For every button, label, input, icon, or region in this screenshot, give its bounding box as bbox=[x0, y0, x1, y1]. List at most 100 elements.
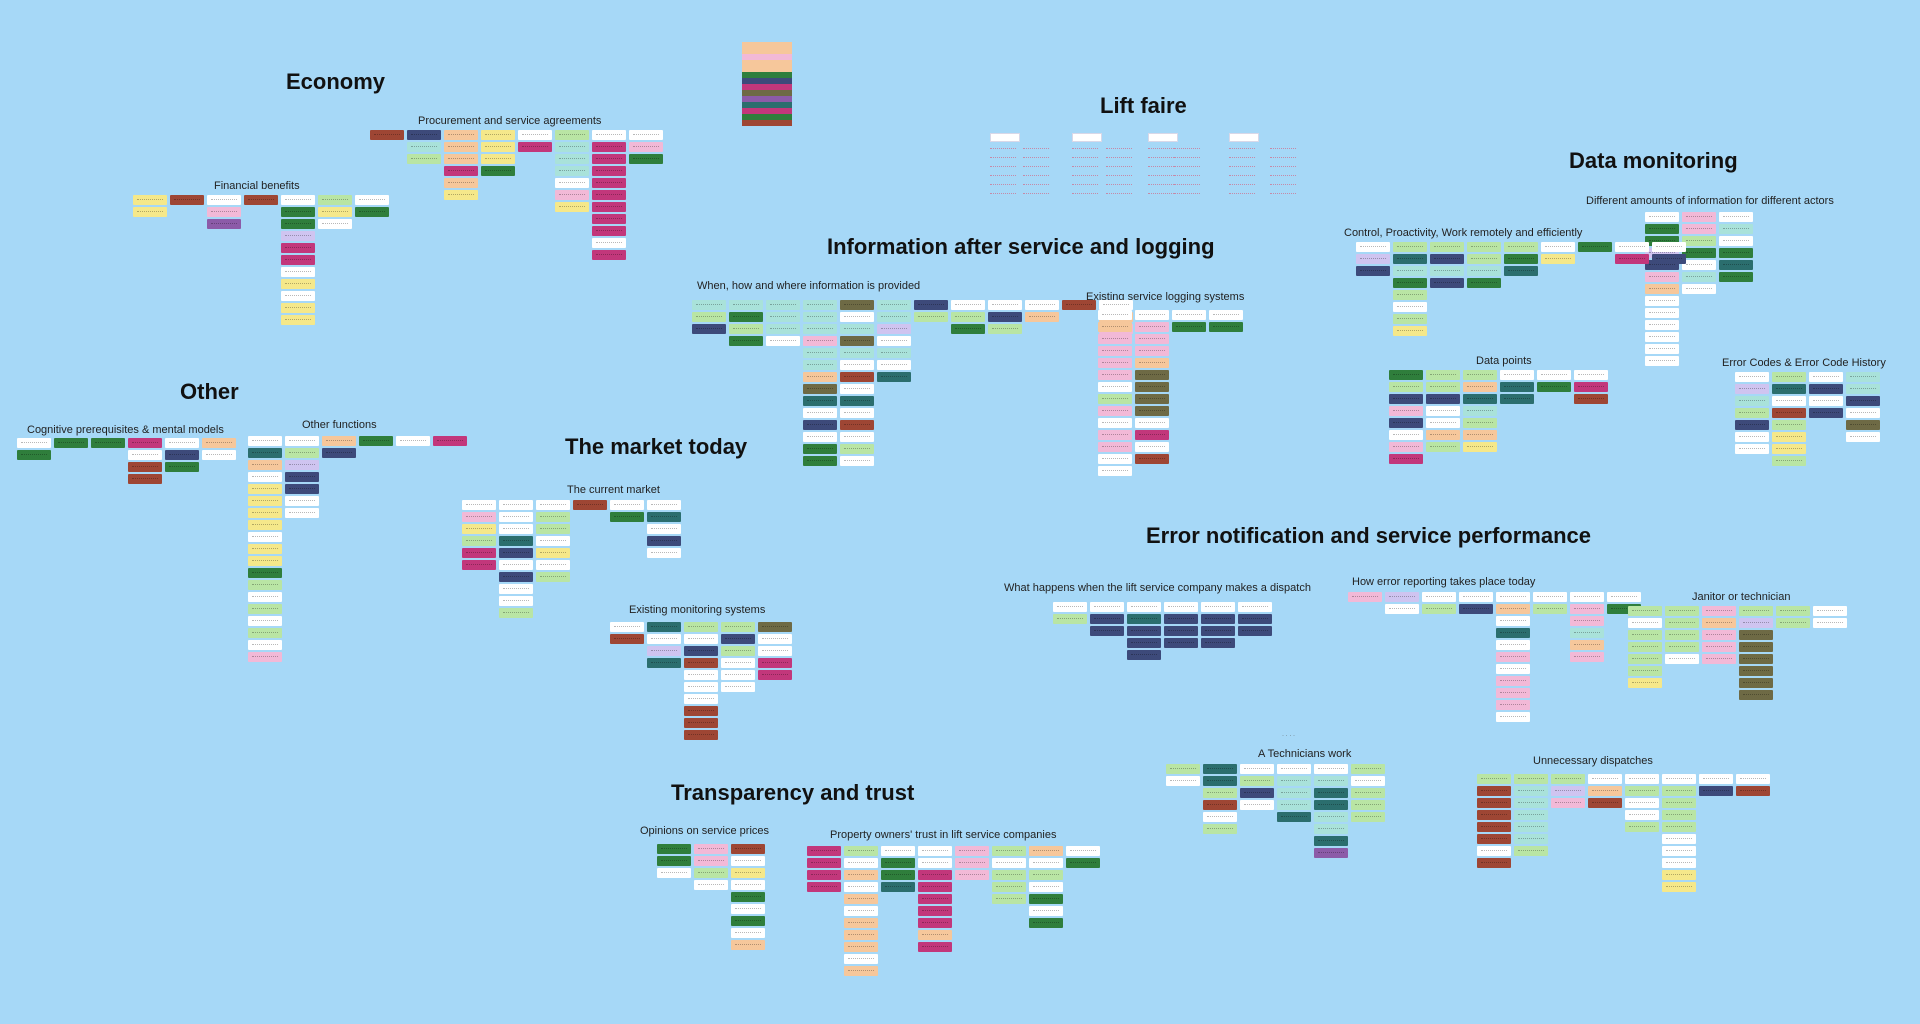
sticky-note[interactable] bbox=[1645, 224, 1679, 234]
sticky-note[interactable] bbox=[355, 207, 389, 217]
sticky-note[interactable] bbox=[1098, 442, 1132, 452]
sticky-note[interactable] bbox=[1098, 358, 1132, 368]
sticky-note[interactable] bbox=[1467, 242, 1501, 252]
sticky-note[interactable] bbox=[359, 436, 393, 446]
sticky-note[interactable] bbox=[1702, 642, 1736, 652]
sticky-note[interactable] bbox=[1496, 652, 1530, 662]
sticky-note[interactable] bbox=[1463, 370, 1497, 380]
sticky-note[interactable] bbox=[248, 472, 282, 482]
sticky-note[interactable] bbox=[1645, 248, 1679, 258]
sticky-note[interactable] bbox=[1393, 302, 1427, 312]
sticky-note[interactable] bbox=[322, 436, 356, 446]
sticky-note[interactable] bbox=[1393, 242, 1427, 252]
sticky-note[interactable] bbox=[684, 634, 718, 644]
sticky-note[interactable] bbox=[1164, 638, 1198, 648]
sticky-note[interactable] bbox=[807, 870, 841, 880]
sticky-note[interactable] bbox=[1025, 300, 1059, 310]
sticky-note[interactable] bbox=[281, 231, 315, 241]
lift-faire-note[interactable] bbox=[1174, 175, 1200, 180]
sticky-note[interactable] bbox=[281, 219, 315, 229]
sticky-note[interactable] bbox=[1588, 786, 1622, 796]
sticky-note[interactable] bbox=[248, 436, 282, 446]
sticky-note[interactable] bbox=[1662, 882, 1696, 892]
sticky-note[interactable] bbox=[248, 508, 282, 518]
sticky-note[interactable] bbox=[407, 142, 441, 152]
lift-faire-header-note[interactable] bbox=[1148, 133, 1178, 142]
sticky-note[interactable] bbox=[1389, 430, 1423, 440]
lift-faire-note[interactable] bbox=[1229, 166, 1255, 171]
sticky-note[interactable] bbox=[951, 300, 985, 310]
lift-faire-note[interactable] bbox=[1072, 148, 1098, 153]
sticky-note[interactable] bbox=[1430, 278, 1464, 288]
sticky-note[interactable] bbox=[692, 324, 726, 334]
sticky-note[interactable] bbox=[1098, 370, 1132, 380]
sticky-note[interactable] bbox=[731, 844, 765, 854]
sticky-note[interactable] bbox=[1135, 394, 1169, 404]
sticky-note[interactable] bbox=[684, 622, 718, 632]
sticky-note[interactable] bbox=[729, 312, 763, 322]
sticky-note[interactable] bbox=[1393, 314, 1427, 324]
sticky-note[interactable] bbox=[1127, 650, 1161, 660]
sticky-note[interactable] bbox=[1628, 654, 1662, 664]
sticky-note[interactable] bbox=[1430, 242, 1464, 252]
sticky-note[interactable] bbox=[433, 436, 467, 446]
sticky-note[interactable] bbox=[1393, 254, 1427, 264]
sticky-note[interactable] bbox=[318, 207, 352, 217]
sticky-note[interactable] bbox=[881, 882, 915, 892]
sticky-note[interactable] bbox=[1735, 372, 1769, 382]
sticky-note[interactable] bbox=[844, 930, 878, 940]
sticky-note[interactable] bbox=[207, 219, 241, 229]
sticky-note[interactable] bbox=[1459, 592, 1493, 602]
lift-faire-note[interactable] bbox=[1174, 184, 1200, 189]
sticky-note[interactable] bbox=[1665, 630, 1699, 640]
sticky-note[interactable] bbox=[1356, 254, 1390, 264]
sticky-note[interactable] bbox=[1514, 822, 1548, 832]
sticky-note[interactable] bbox=[462, 500, 496, 510]
sticky-note[interactable] bbox=[684, 646, 718, 656]
sticky-note[interactable] bbox=[1813, 618, 1847, 628]
sticky-note[interactable] bbox=[881, 858, 915, 868]
sticky-note[interactable] bbox=[1504, 242, 1538, 252]
sticky-note[interactable] bbox=[1645, 260, 1679, 270]
lift-faire-note[interactable] bbox=[1106, 157, 1132, 162]
sticky-note[interactable] bbox=[1127, 626, 1161, 636]
sticky-note[interactable] bbox=[684, 718, 718, 728]
sticky-note[interactable] bbox=[1662, 786, 1696, 796]
sticky-note[interactable] bbox=[1570, 592, 1604, 602]
sticky-note[interactable] bbox=[844, 966, 878, 976]
sticky-note[interactable] bbox=[285, 448, 319, 458]
sticky-note[interactable] bbox=[1739, 630, 1773, 640]
sticky-note[interactable] bbox=[1514, 846, 1548, 856]
sticky-note[interactable] bbox=[1203, 812, 1237, 822]
sticky-note[interactable] bbox=[1389, 442, 1423, 452]
sticky-note[interactable] bbox=[1098, 382, 1132, 392]
sticky-note[interactable] bbox=[1240, 788, 1274, 798]
sticky-note[interactable] bbox=[844, 858, 878, 868]
sticky-note[interactable] bbox=[803, 444, 837, 454]
sticky-note[interactable] bbox=[407, 130, 441, 140]
sticky-note[interactable] bbox=[1426, 418, 1460, 428]
sticky-note[interactable] bbox=[536, 572, 570, 582]
sticky-note[interactable] bbox=[803, 348, 837, 358]
sticky-note[interactable] bbox=[918, 918, 952, 928]
sticky-note[interactable] bbox=[573, 500, 607, 510]
sticky-note[interactable] bbox=[481, 166, 515, 176]
sticky-note[interactable] bbox=[1463, 406, 1497, 416]
lift-faire-header-note[interactable] bbox=[1072, 133, 1102, 142]
sticky-note[interactable] bbox=[1739, 618, 1773, 628]
sticky-note[interactable] bbox=[803, 300, 837, 310]
sticky-note[interactable] bbox=[1164, 614, 1198, 624]
sticky-note[interactable] bbox=[1127, 614, 1161, 624]
sticky-note[interactable] bbox=[914, 300, 948, 310]
sticky-note[interactable] bbox=[1809, 384, 1843, 394]
sticky-note[interactable] bbox=[684, 670, 718, 680]
sticky-note[interactable] bbox=[951, 312, 985, 322]
sticky-note[interactable] bbox=[721, 682, 755, 692]
sticky-note[interactable] bbox=[1356, 266, 1390, 276]
sticky-note[interactable] bbox=[1813, 606, 1847, 616]
sticky-note[interactable] bbox=[1201, 638, 1235, 648]
sticky-note[interactable] bbox=[1772, 372, 1806, 382]
sticky-note[interactable] bbox=[1029, 894, 1063, 904]
sticky-note[interactable] bbox=[1430, 254, 1464, 264]
sticky-note[interactable] bbox=[840, 336, 874, 346]
